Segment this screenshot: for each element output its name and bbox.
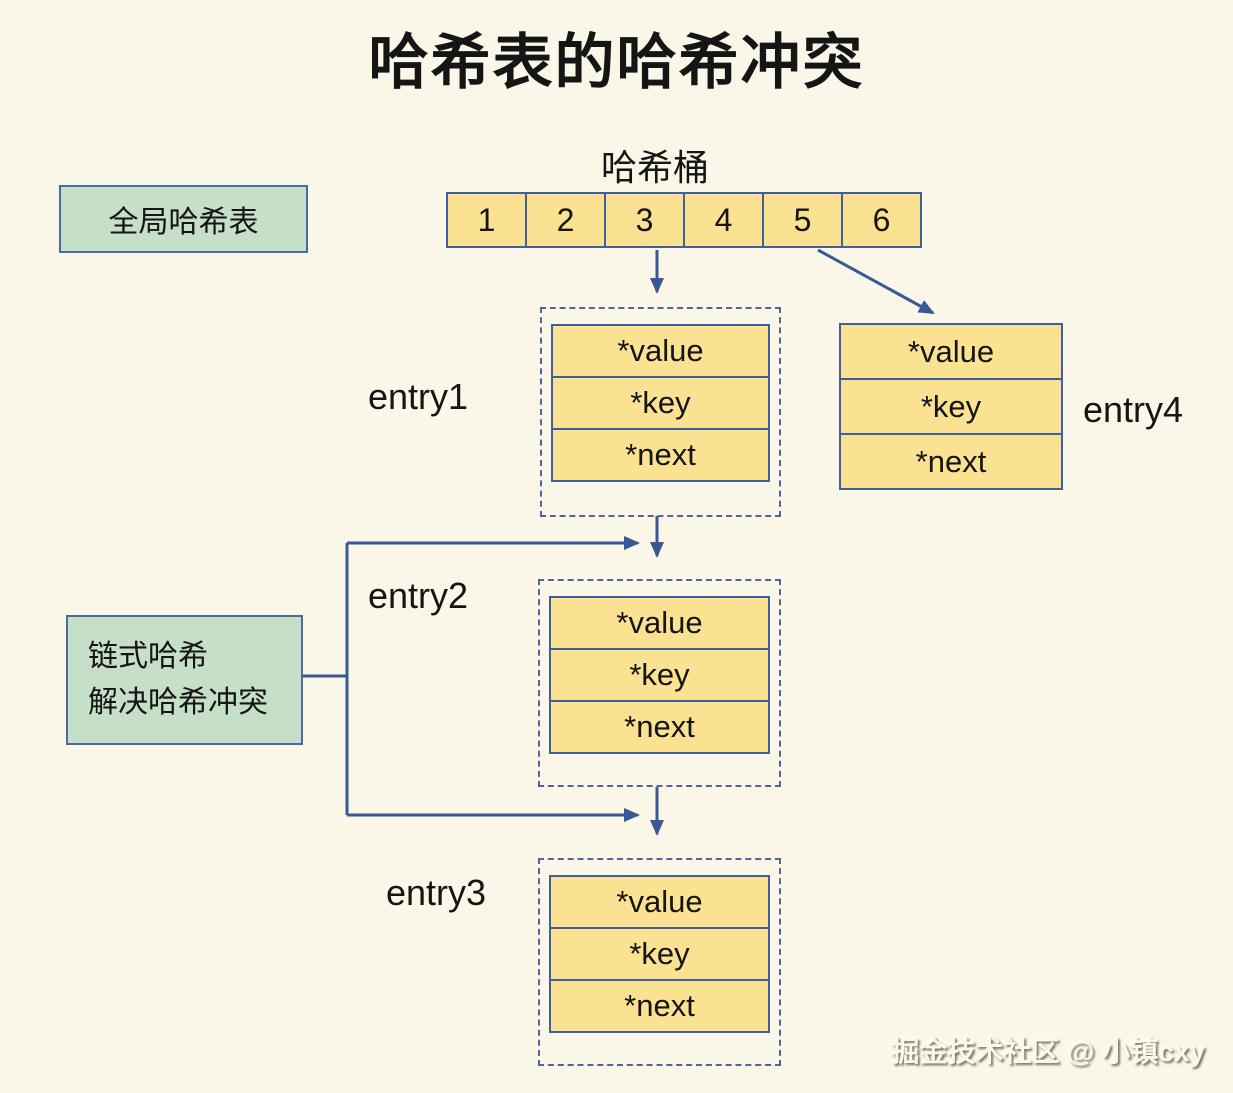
- entry4-key-cell: *key: [839, 378, 1063, 435]
- entry3-key-cell: *key: [549, 927, 770, 981]
- entry1-node: *value *key *next: [540, 307, 781, 517]
- entry2-node: *value *key *next: [538, 579, 781, 787]
- entry1-label: entry1: [368, 376, 469, 417]
- entry1-next-cell: *next: [551, 428, 770, 482]
- entry2-value-cell: *value: [549, 596, 770, 650]
- entry4-label: entry4: [1083, 389, 1184, 430]
- chain-hash-tag: 链式哈希 解决哈希冲突: [66, 615, 303, 745]
- global-hash-table-tag: 全局哈希表: [59, 185, 308, 253]
- bucket-label: 哈希桶: [600, 147, 709, 188]
- watermark: 掘金技术社区 @ 小镇cxy: [891, 1036, 1205, 1067]
- bucket-cell-4: 4: [683, 192, 764, 248]
- entry4-node: *value *key *next: [839, 323, 1063, 490]
- hash-bucket-array: 1 2 3 4 5 6: [446, 192, 922, 248]
- entry3-node: *value *key *next: [538, 858, 781, 1066]
- entry3-next-cell: *next: [549, 979, 770, 1033]
- entry2-key-cell: *key: [549, 648, 770, 702]
- entry1-value-cell: *value: [551, 324, 770, 378]
- bucket-cell-5: 5: [762, 192, 843, 248]
- global-hash-table-label: 全局哈希表: [108, 206, 259, 239]
- page-title: 哈希表的哈希冲突: [368, 29, 865, 96]
- entry4-value-cell: *value: [839, 323, 1063, 380]
- entry2-label: entry2: [368, 575, 469, 616]
- chain-hash-line1: 链式哈希: [88, 639, 208, 673]
- entry3-label: entry3: [386, 872, 487, 913]
- entry4-next-cell: *next: [839, 433, 1063, 490]
- entry3-value-cell: *value: [549, 875, 770, 929]
- entry2-next-cell: *next: [549, 700, 770, 754]
- entry1-key-cell: *key: [551, 376, 770, 430]
- bucket-cell-2: 2: [525, 192, 606, 248]
- bucket-cell-6: 6: [841, 192, 922, 248]
- bucket-cell-1: 1: [446, 192, 527, 248]
- arrow-bucket5-to-entry4: [817, 248, 935, 315]
- bucket-cell-3: 3: [604, 192, 685, 248]
- chain-hash-line2: 解决哈希冲突: [88, 686, 268, 719]
